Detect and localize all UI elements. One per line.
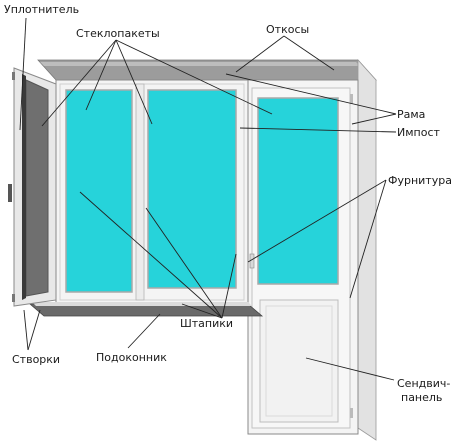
leader-mullion xyxy=(239,127,397,133)
glass-middle xyxy=(147,89,237,289)
label-seal: Уплотнитель xyxy=(4,3,79,16)
leader-reveals-2 xyxy=(283,35,335,71)
leader-hardware-2 xyxy=(349,179,387,299)
right-reveal xyxy=(357,58,377,441)
glass-door xyxy=(257,97,339,285)
leader-glass-2 xyxy=(85,39,117,111)
label-sandwich-2: панель xyxy=(401,391,442,404)
door-hinge-bottom xyxy=(350,408,353,418)
leader-beads-3 xyxy=(221,253,237,319)
leader-beads-1 xyxy=(79,191,223,319)
leader-frame-1 xyxy=(225,73,397,115)
label-glass-units: Стеклопакеты xyxy=(76,27,160,40)
label-reveals: Откосы xyxy=(266,23,309,36)
sash-handle xyxy=(8,184,12,202)
label-mullion: Импост xyxy=(397,126,440,139)
leader-beads-2 xyxy=(145,207,223,319)
window-sill-top xyxy=(32,302,252,306)
leader-sashes-1 xyxy=(23,309,29,351)
leader-reveals-1 xyxy=(235,35,285,73)
leader-glass-4 xyxy=(115,39,273,115)
leader-beads-4 xyxy=(181,303,223,319)
top-reveal-highlight xyxy=(40,62,360,66)
label-sashes: Створки xyxy=(12,353,60,366)
leader-glass-1 xyxy=(41,39,117,127)
sash-hinge-top xyxy=(12,72,15,80)
label-hardware: Фурнитура xyxy=(388,174,452,187)
sandwich-panel-inset xyxy=(265,305,333,417)
open-sash-seal xyxy=(22,74,26,300)
label-frame: Рама xyxy=(397,108,425,121)
leader-sill xyxy=(127,313,161,349)
label-sill: Подоконник xyxy=(96,351,167,364)
mullion xyxy=(135,83,145,301)
leader-frame-2 xyxy=(351,113,397,125)
leader-glass-3 xyxy=(115,39,153,125)
glass-left xyxy=(65,89,133,293)
sandwich-panel xyxy=(259,299,339,423)
leader-seal xyxy=(19,17,27,131)
sash-hinge-bottom xyxy=(12,294,15,302)
leader-sandwich xyxy=(305,357,395,381)
leader-hardware-1 xyxy=(247,179,387,263)
leader-sashes-2 xyxy=(27,309,41,351)
door-hinge-top xyxy=(350,94,353,104)
window-frame-inner-edge xyxy=(59,83,245,301)
open-sash-glass xyxy=(25,79,49,297)
leader-lines xyxy=(19,17,397,381)
label-beads: Штапики xyxy=(180,317,233,330)
door-handle xyxy=(249,253,255,269)
label-sandwich-1: Сендвич- xyxy=(397,377,450,390)
